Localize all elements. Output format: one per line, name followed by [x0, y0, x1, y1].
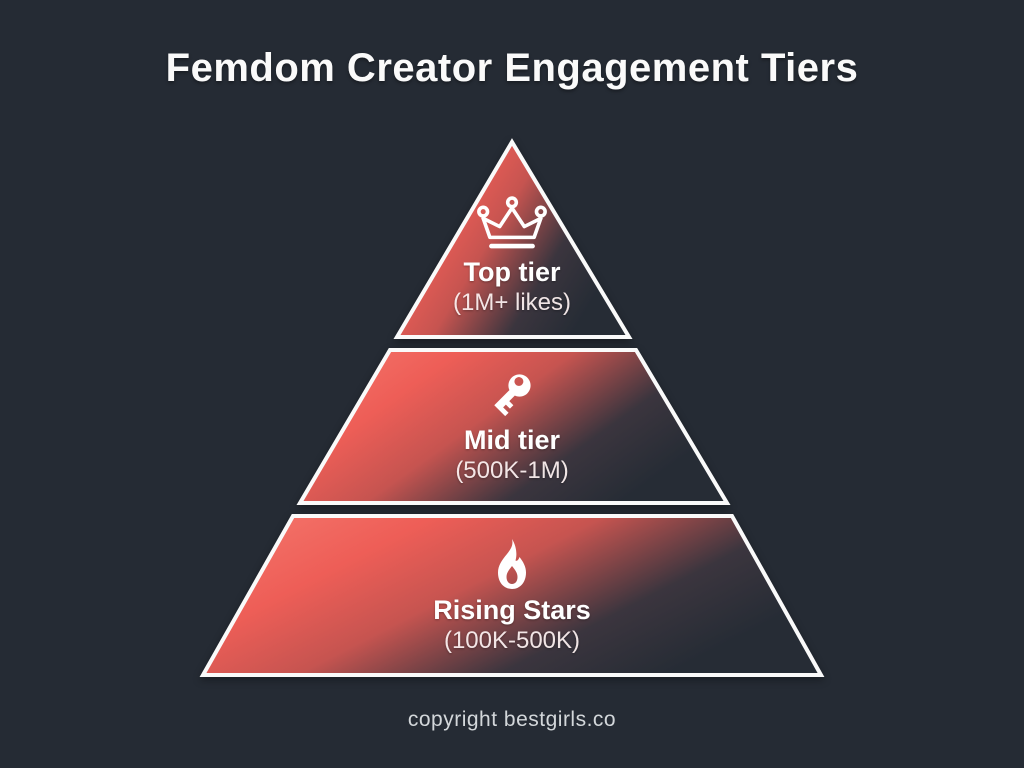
page-title: Femdom Creator Engagement Tiers — [165, 46, 859, 90]
copyright-text: copyright bestgirls.co — [407, 708, 617, 731]
pyramid-tier-top-shape — [393, 138, 633, 339]
pyramid-tier-mid-shape — [296, 348, 731, 505]
pyramid-tier-bottom-shape — [199, 514, 825, 677]
